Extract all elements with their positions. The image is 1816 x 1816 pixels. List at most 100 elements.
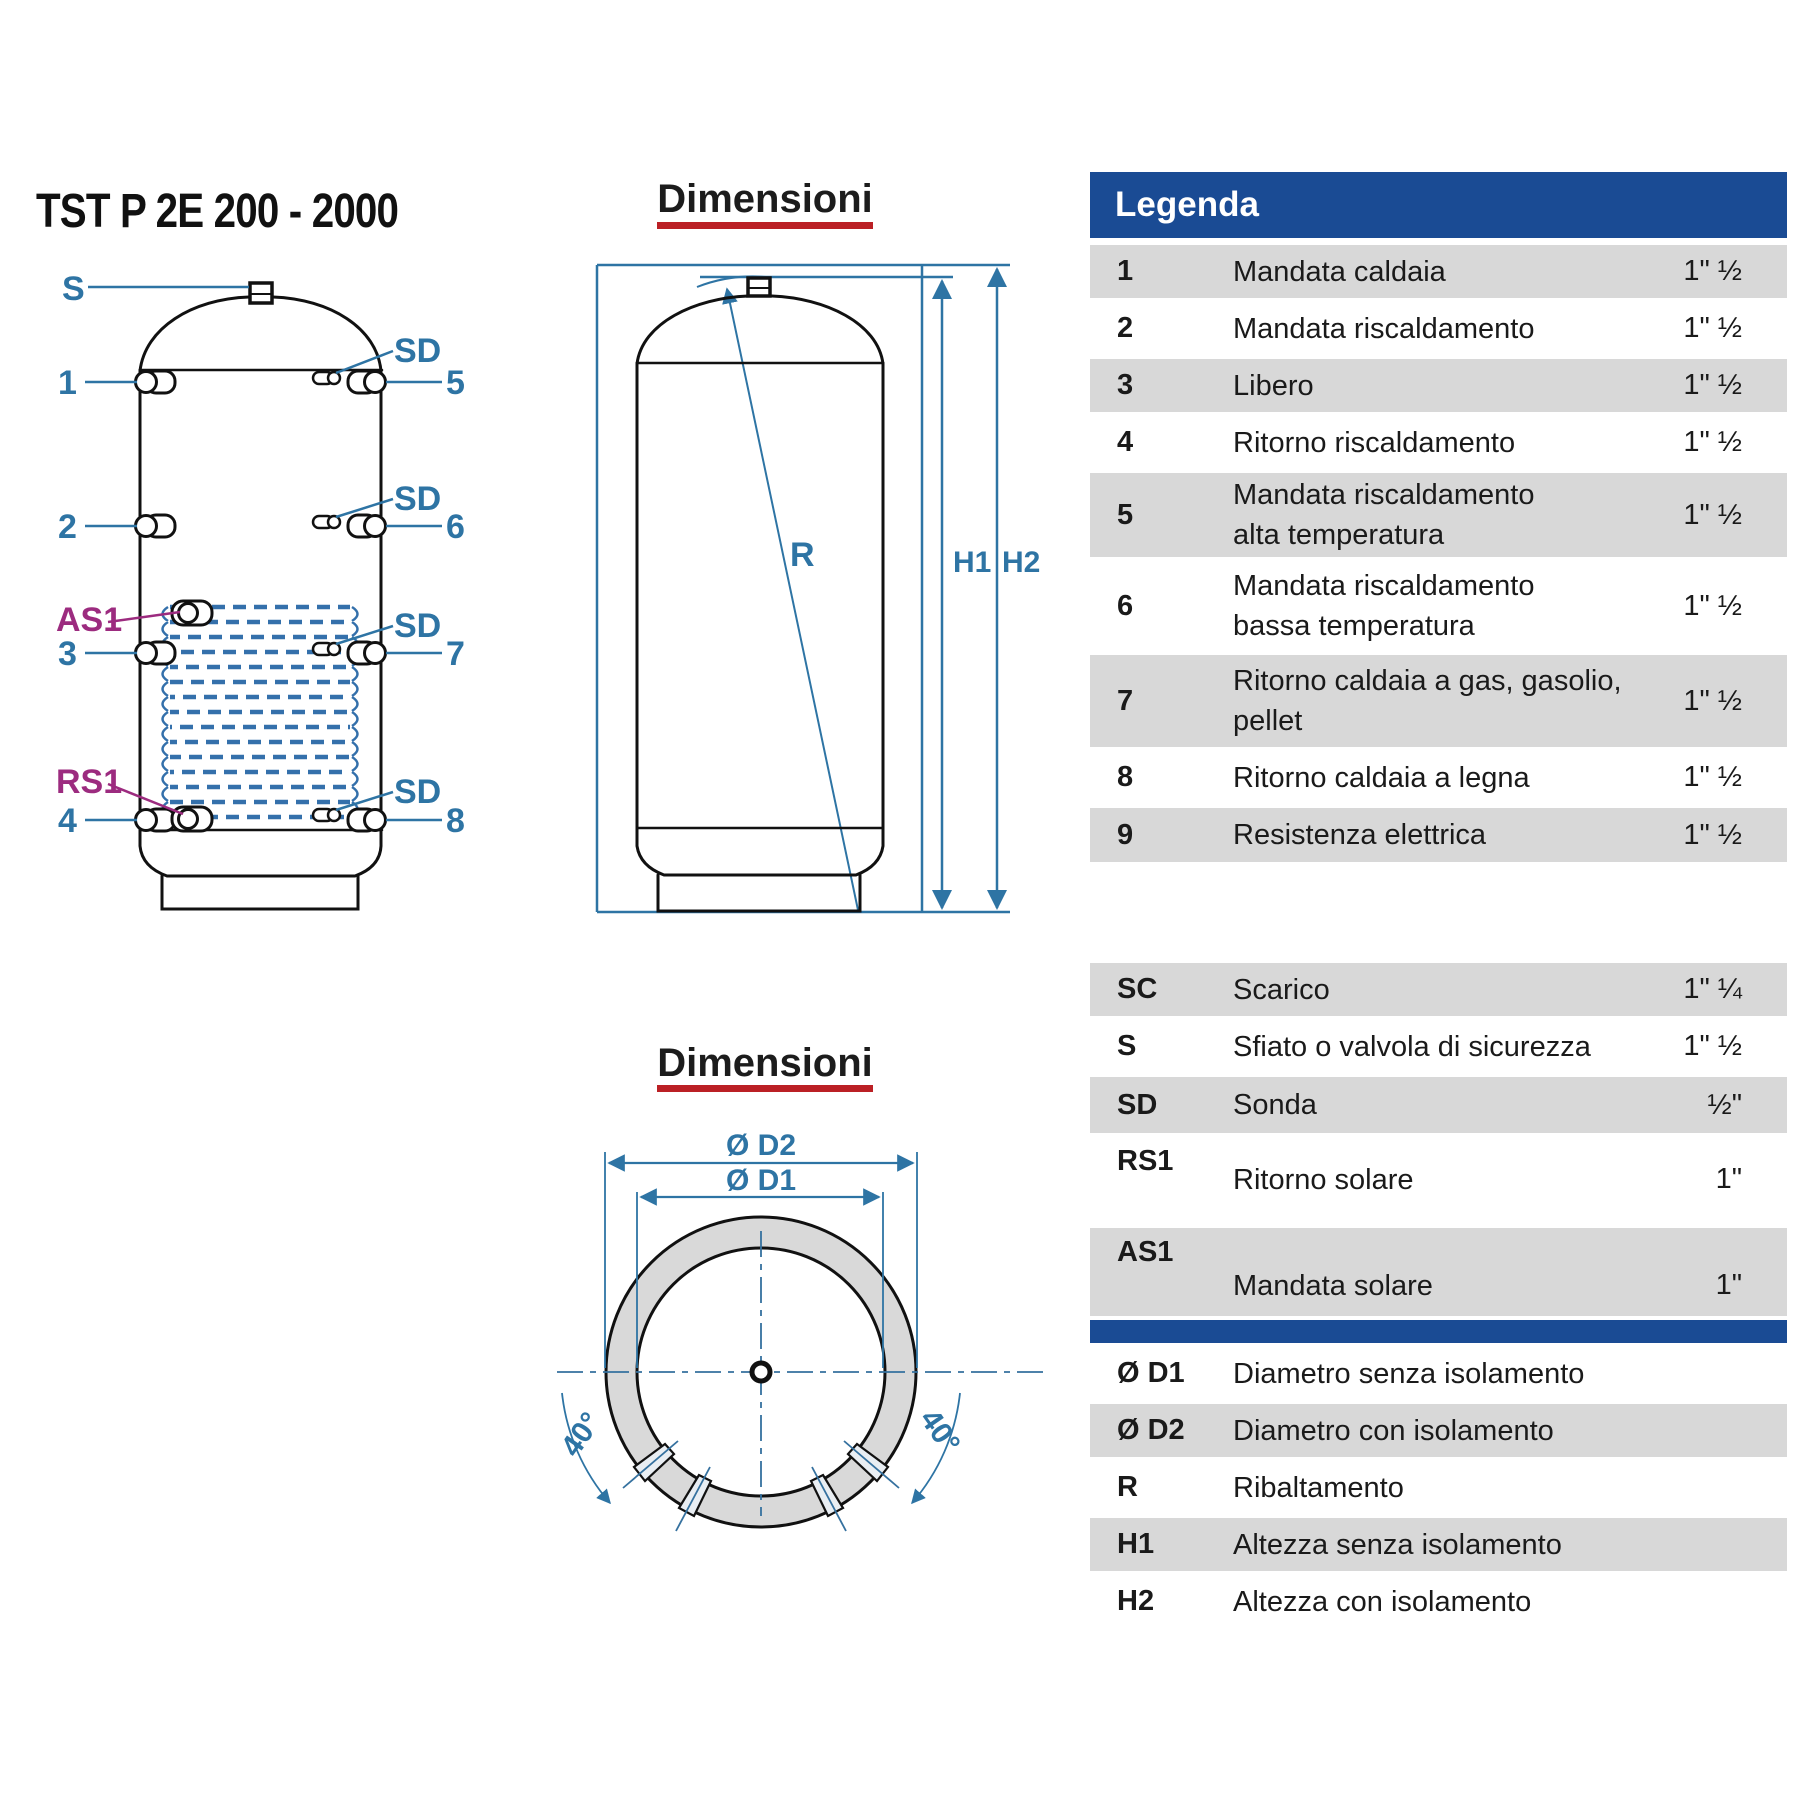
legend-row-4: 4 Ritorno riscaldamento 1" ½ bbox=[1090, 416, 1787, 469]
legend-row-8: 8 Ritorno caldaia a legna 1" ½ bbox=[1090, 751, 1787, 804]
legend-desc: Resistenza elettrica bbox=[1233, 819, 1487, 851]
legend-row-2: 2 Mandata riscaldamento 1" ½ bbox=[1090, 302, 1787, 355]
legend-desc: Mandata riscaldamento bbox=[1233, 312, 1535, 345]
top-dimensions-underline bbox=[657, 1085, 873, 1092]
legend-value: 1" ¼ bbox=[1683, 973, 1742, 1005]
legend-row-3: 3 Libero 1" ½ bbox=[1090, 359, 1787, 412]
top-view-dimension-diagram: Ø D2 Ø D1 40° 40° bbox=[555, 1129, 1048, 1532]
slot-axis-lines bbox=[622, 1440, 900, 1532]
legend-row-h2: H2 Altezza con isolamento bbox=[1090, 1575, 1787, 1628]
label-angle-right: 40° bbox=[913, 1404, 966, 1460]
legend-section-divider bbox=[1090, 1320, 1787, 1343]
legend-key: 3 bbox=[1117, 369, 1134, 401]
solar-coil bbox=[161, 604, 359, 820]
diameter-dimensions bbox=[561, 1152, 961, 1505]
legend-value: 1" ½ bbox=[1683, 589, 1742, 622]
legend-table: Legenda 1 Mandata caldaia 1" ½ 2 Mandata… bbox=[1090, 172, 1787, 1632]
legend-key: Ø D2 bbox=[1117, 1414, 1185, 1446]
legend-key: SC bbox=[1117, 973, 1158, 1005]
label-port-8: 8 bbox=[446, 802, 465, 840]
legend-key: 2 bbox=[1117, 312, 1134, 344]
legend-row-r: R Ribaltamento bbox=[1090, 1461, 1787, 1514]
left-angle-arc bbox=[561, 1392, 611, 1505]
label-rs1: RS1 bbox=[56, 763, 122, 801]
legend-value: 1" ½ bbox=[1683, 426, 1742, 458]
legend-desc: Libero bbox=[1233, 369, 1314, 402]
ports-right bbox=[346, 369, 387, 833]
tank-connections-diagram: S 1 2 3 4 5 6 7 8 SD SD SD SD AS1 RS1 bbox=[56, 270, 465, 911]
legend-row-9: 9 Resistenza elettrica 1" ½ bbox=[1090, 808, 1787, 862]
legend-desc: Altezza senza isolamento bbox=[1233, 1528, 1562, 1561]
legend-row-rs1: RS1 Ritorno solare 1" bbox=[1090, 1137, 1787, 1210]
legend-row-1: 1 Mandata caldaia 1" ½ bbox=[1090, 245, 1787, 298]
legend-key: 4 bbox=[1117, 426, 1134, 458]
legend-value: 1" ½ bbox=[1683, 312, 1742, 344]
legend-value: 1" ½ bbox=[1683, 761, 1742, 793]
right-angle-arc bbox=[911, 1392, 961, 1505]
side-dimensions-title: Dimensioni bbox=[657, 177, 873, 221]
legend-value: 1" bbox=[1715, 1163, 1742, 1195]
label-port-4: 4 bbox=[58, 802, 77, 840]
legend-key: 5 bbox=[1117, 498, 1134, 531]
legend-desc: Diametro senza isolamento bbox=[1233, 1357, 1585, 1390]
legend-key: 9 bbox=[1117, 818, 1134, 851]
label-port-7: 7 bbox=[446, 635, 465, 673]
tank-outline bbox=[138, 281, 384, 911]
legend-row-d2: Ø D2 Diametro con isolamento bbox=[1090, 1404, 1787, 1457]
label-d2: Ø D2 bbox=[726, 1129, 796, 1162]
legend-spacer bbox=[1090, 866, 1787, 959]
center-port bbox=[749, 1360, 773, 1384]
legend-value: ½" bbox=[1707, 1088, 1742, 1121]
legend-key: H1 bbox=[1117, 1528, 1155, 1560]
leader-lines-blue bbox=[85, 285, 442, 822]
legend-desc: Altezza con isolamento bbox=[1233, 1585, 1532, 1618]
legend-key: H2 bbox=[1117, 1585, 1155, 1617]
legend-desc: Mandata solare bbox=[1233, 1270, 1433, 1302]
legend-key: R bbox=[1117, 1471, 1138, 1503]
probe-ports bbox=[311, 370, 342, 823]
label-port-6: 6 bbox=[446, 508, 465, 546]
side-dimensions-underline bbox=[657, 222, 873, 229]
legend-desc: Mandata caldaia bbox=[1233, 255, 1446, 288]
legend-value: 1" bbox=[1715, 1269, 1742, 1301]
legend-row-h1: H1 Altezza senza isolamento bbox=[1090, 1518, 1787, 1571]
label-h2: H2 bbox=[1002, 546, 1040, 579]
legend-desc: Ritorno caldaia a legna bbox=[1233, 761, 1530, 794]
legend-row-d1: Ø D1 Diametro senza isolamento bbox=[1090, 1347, 1787, 1400]
legend-row-s: S Sfiato o valvola di sicurezza 1" ½ bbox=[1090, 1020, 1787, 1073]
legend-value: 1" ½ bbox=[1683, 684, 1742, 717]
legend-key: Ø D1 bbox=[1117, 1357, 1185, 1389]
label-port-3: 3 bbox=[58, 635, 77, 673]
legend-key: 6 bbox=[1117, 589, 1134, 622]
label-sd-4: SD bbox=[394, 773, 441, 811]
label-port-1: 1 bbox=[58, 364, 77, 402]
legend-row-sd: SD Sonda ½" bbox=[1090, 1077, 1787, 1133]
leader-lines-magenta bbox=[107, 610, 184, 816]
legend-desc: Ritorno caldaia a gas, gasolio,pellet bbox=[1233, 665, 1622, 737]
label-s: S bbox=[62, 270, 85, 308]
legend-key: S bbox=[1117, 1030, 1137, 1062]
legend-key: RS1 bbox=[1117, 1145, 1174, 1177]
legend-desc: Diametro con isolamento bbox=[1233, 1414, 1554, 1447]
legend-value: 1" ½ bbox=[1683, 255, 1742, 287]
ports-left bbox=[134, 369, 177, 833]
legend-value: 1" ½ bbox=[1683, 1030, 1742, 1062]
side-view-dimension-diagram: R H1 H2 bbox=[595, 263, 1040, 914]
legend-row-7: 7 Ritorno caldaia a gas, gasolio,pellet … bbox=[1090, 655, 1787, 747]
legend-key: 7 bbox=[1117, 684, 1134, 717]
legend-row-sc: SC Scarico 1" ¼ bbox=[1090, 963, 1787, 1016]
label-port-5: 5 bbox=[446, 364, 465, 402]
label-sd-2: SD bbox=[394, 480, 441, 518]
r-tipping-line bbox=[722, 287, 859, 911]
label-angle-left: 40° bbox=[555, 1407, 608, 1463]
legend-header: Legenda bbox=[1090, 172, 1787, 238]
legend-row-as1: AS1 Mandata solare 1" bbox=[1090, 1228, 1787, 1316]
legend-key: 1 bbox=[1117, 255, 1134, 287]
label-d1: Ø D1 bbox=[726, 1164, 796, 1197]
legend-value: 1" ½ bbox=[1683, 818, 1742, 851]
label-port-2: 2 bbox=[58, 508, 77, 546]
legend-desc: Sfiato o valvola di sicurezza bbox=[1233, 1030, 1591, 1063]
